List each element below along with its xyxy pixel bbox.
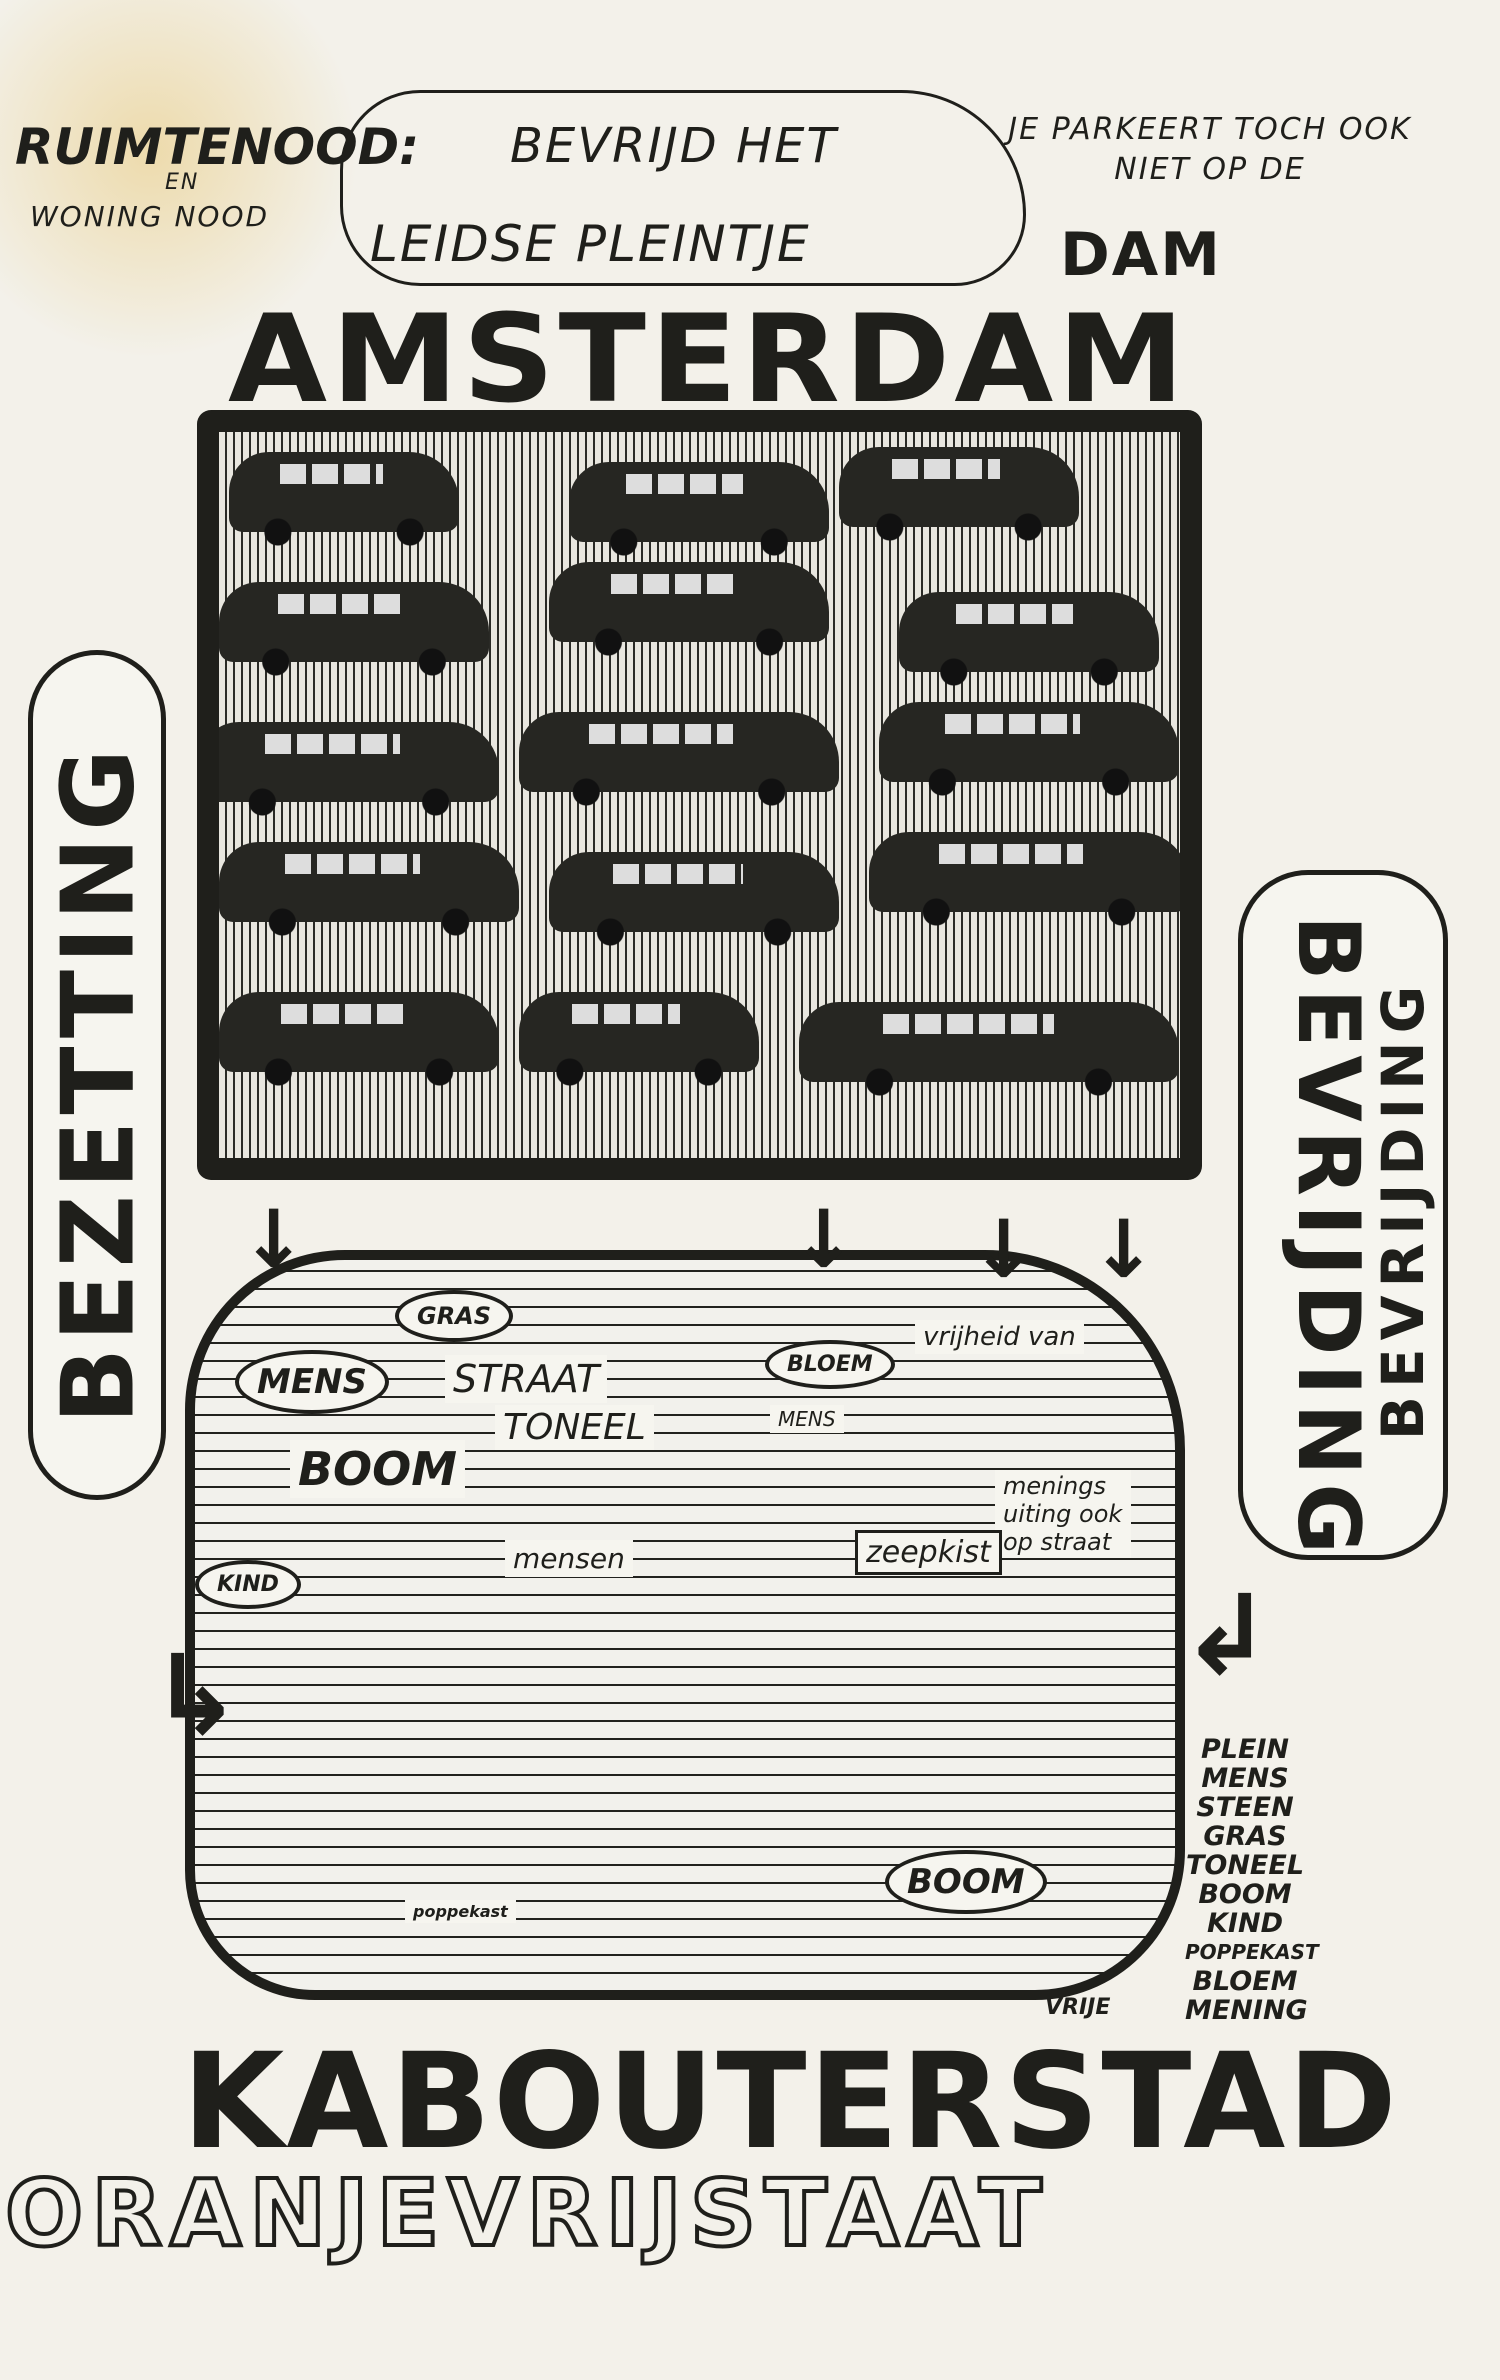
arrow-curve-left-icon: ↳ [150,1631,243,1759]
car-drawing [219,992,499,1086]
vrije-text: VRIJE [1045,1995,1111,2020]
car-drawing [549,852,839,946]
label-zeepkist: zeepkist [855,1530,1002,1575]
word-list-item: MENING [1185,1995,1308,2026]
word-list-item: KIND [1207,1908,1283,1939]
label-boom: BOOM [290,1440,466,1498]
car-drawing [869,832,1180,926]
car-drawing [879,702,1179,796]
arrow-down-icon: ↓ [240,1193,308,1286]
car-drawing [799,1002,1179,1096]
label-vrijheid: vrijheid van [915,1320,1084,1354]
label-straat: STRAAT [445,1355,608,1403]
car-drawing [219,842,519,936]
amsterdam-title: AMSTERDAM [228,288,1189,431]
car-drawing [519,712,839,806]
car-drawing [219,582,489,676]
label-boom-2: BOOM [885,1850,1047,1914]
arrow-down-icon: ↓ [1090,1203,1158,1296]
word-list-item: STEEN [1196,1792,1294,1823]
parked-cars-illustration [197,410,1202,1180]
word-list-item: TONEEL [1185,1850,1305,1881]
arrow-down-icon: ↓ [970,1203,1038,1296]
arrow-down-icon: ↓ [790,1193,858,1286]
word-list-item: MENS [1201,1763,1289,1794]
label-toneel: TONEEL [495,1405,654,1450]
kabouterstad-illustration: MENS GRAS BOOM STRAAT TONEEL KIND BLOEM … [185,1250,1185,2000]
arrow-curve-right-icon: ↲ [1180,1571,1273,1699]
car-drawing [899,592,1159,686]
word-list-item: BLOEM [1192,1966,1298,1997]
en-text: EN [165,170,200,195]
cloud-line-2: LEIDSE PLEINTJE [370,215,811,273]
bevrijding-text-outer: BEVRIJDING [1278,915,1378,1563]
bezetting-banner: BEZETTING [28,650,166,1500]
label-meningsuiting: menings uiting ook op straat [995,1470,1131,1558]
label-kind: KIND [195,1560,301,1609]
car-drawing [219,722,499,816]
word-list-item: PLEIN [1200,1734,1290,1765]
label-mensen: mensen [505,1540,633,1577]
label-gras: GRAS [395,1290,514,1342]
car-drawing [549,562,829,656]
cloud-line-1: BEVRIJD HET [510,118,838,174]
label-bloem: BLOEM [765,1340,895,1389]
label-mens-2: MENS [770,1405,844,1433]
label-mens: MENS [235,1350,390,1414]
word-list-item: BOOM [1198,1879,1292,1910]
bevrijding-banner: BEVRIJDING BEVRIJDING [1238,870,1448,1563]
car-drawing [569,462,829,556]
word-list-item: POPPEKAST [1185,1940,1319,1964]
parkeert-text: JE PARKEERT TOCH OOK NIET OP DE [1008,112,1412,187]
car-drawing [839,447,1079,541]
oranjevrijstaat-subtitle: ORANJEVRIJSTAAT [3,2158,1050,2269]
bezetting-text: BEZETTING [39,742,157,1425]
woningnood-text: WONING NOOD [30,200,270,233]
car-drawing [519,992,759,1086]
kabouterstad-title: KABOUTERSTAD [182,2025,1399,2179]
bevrijding-text-inner: BEVRIJDING [1369,977,1437,1441]
label-poppekast: poppekast [405,1900,516,1923]
word-list-item: GRAS [1203,1821,1287,1852]
dam-text: DAM [1060,220,1222,290]
car-drawing [229,452,459,546]
word-list: PLEIN MENS STEEN GRAS TONEEL BOOM KIND P… [1185,1734,1319,2026]
